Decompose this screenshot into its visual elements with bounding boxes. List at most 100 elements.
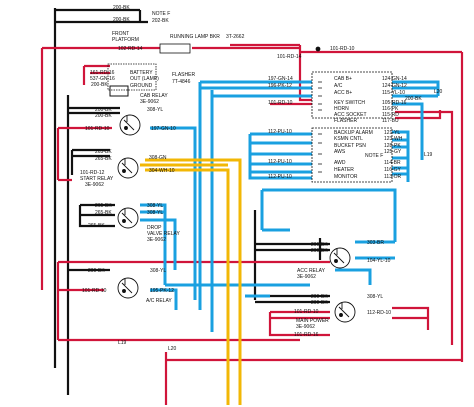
wire-label: 200-BK — [91, 82, 108, 88]
switch-label: AWD — [334, 160, 346, 166]
note-label: NOTE F — [152, 11, 170, 17]
wire-label: 104-YL-10 — [367, 258, 391, 264]
wire-label: 112-RD-10 — [367, 310, 391, 316]
line-label: L20 — [434, 89, 443, 95]
component-label: DROP — [147, 225, 162, 231]
wire-label: 102-RD-14 — [118, 46, 143, 52]
wire-label: 202-BK — [152, 18, 169, 24]
wire-label: 195-PK-12 — [150, 288, 174, 294]
component-label: OUT (LAMP) — [130, 76, 159, 82]
wire-label: 101-RD-10 — [268, 100, 293, 106]
wire-label: 200-BK — [113, 17, 130, 23]
switch-label: BACKUP ALARM — [334, 130, 373, 136]
component-label: PLATFORM — [112, 37, 139, 43]
component-boxes — [107, 43, 393, 183]
wire-label: 200-BK — [311, 248, 328, 254]
component-label: VALVE RELAY — [147, 231, 180, 237]
wire-label: 308-YL — [150, 268, 166, 274]
part-number: 3E-9062 — [296, 324, 315, 330]
wire-label: 200-BK — [311, 294, 328, 300]
ac-relay — [117, 277, 139, 299]
red-wires — [40, 43, 464, 405]
wire-label: 304-WH-10 — [149, 168, 175, 174]
wire-label: 105-RD-16 — [382, 100, 407, 106]
wire-label: 116-PK — [382, 106, 399, 112]
fuse-marks — [315, 46, 322, 173]
wire-label: 101-RD-16 — [294, 332, 319, 338]
wire-label: 197-GN-14 — [268, 76, 293, 82]
wire-label: 200-BK — [95, 107, 112, 113]
wire-label: 117-BU — [382, 118, 399, 124]
component-label: RUNNING LAMP BKR — [170, 34, 220, 40]
component-label: FLASHER — [172, 72, 195, 78]
wire-label: 308-YL — [147, 203, 163, 209]
part-number: 3E-9062 — [85, 182, 104, 188]
wire-label: 116-GY — [384, 167, 402, 173]
wire-label: 265-BK — [95, 156, 112, 162]
wire-label: 200-BK — [88, 268, 105, 274]
switch-label: FLASHER — [334, 118, 357, 124]
running-lamp-breaker — [159, 43, 191, 54]
wire-label: 114-BR — [384, 160, 401, 166]
switch-label: AWS — [334, 149, 346, 155]
switch-label: ACC B+ — [334, 90, 352, 96]
yellow-wires — [140, 158, 242, 405]
switch-label: KSMN CNTL — [334, 136, 363, 142]
switch-label: HORN — [334, 106, 349, 112]
part-number: 3E-9062 — [140, 99, 159, 105]
wire-label: 197-GN-10 — [151, 126, 176, 132]
switch-label: A/C — [334, 83, 343, 89]
wire-label: 200-BK — [95, 113, 112, 119]
component-label: MAIN POWER — [296, 318, 329, 324]
switch-label: BUCKET PSN — [334, 143, 366, 149]
switch-label: CAB B+ — [334, 76, 352, 82]
drop-valve-relay — [117, 207, 139, 229]
wire-label: 308-YL — [147, 107, 163, 113]
wire-label: 265-BK — [88, 223, 105, 229]
wire-label: 115-RD — [382, 112, 399, 118]
component-label: GROUND — [130, 83, 153, 89]
wire-label: 125-GY — [384, 149, 402, 155]
wire-label: 308-GN — [149, 155, 167, 161]
component-label: BATTERY — [130, 70, 153, 76]
wire-label: 200-BK — [311, 242, 328, 248]
switch-panel-bottom — [311, 127, 393, 183]
acc-relay — [329, 247, 351, 269]
start-relay — [117, 157, 139, 179]
wire-label: 200-BK — [311, 300, 328, 306]
wire-label: 123-WH — [384, 136, 403, 142]
wire-label: 537-GN-16 — [90, 76, 115, 82]
switch-label: KEY SWITCH — [334, 100, 365, 106]
relays — [117, 114, 356, 323]
component-label: FRONT — [112, 31, 129, 37]
line-label: L19 — [118, 340, 127, 346]
wire-label: 112-PU-10 — [268, 129, 292, 135]
wire-label: 124-GN-14 — [382, 76, 407, 82]
wire-label: 161-RD-16 — [90, 70, 115, 76]
wire-label: 308-YL — [147, 210, 163, 216]
wire-label: 121-YL — [384, 130, 400, 136]
component-label: START RELAY — [80, 176, 114, 182]
wire-label: 196-PK-12 — [268, 83, 292, 89]
part-number: 3T-2662 — [226, 34, 245, 40]
wire-label: 265-BK — [95, 149, 112, 155]
wire-label: 265-BK — [95, 210, 112, 216]
switch-label: MONITOR — [334, 174, 358, 180]
cab-relay — [119, 114, 141, 136]
part-number: 3E-9062 — [147, 237, 166, 243]
switch-panel-top — [311, 71, 393, 119]
wire-label: 112-PU-10 — [268, 174, 292, 180]
wire-label: 308-YL — [367, 294, 383, 300]
part-number: 3E-9062 — [297, 274, 316, 280]
wire-label: 265-BK — [95, 203, 112, 209]
wire-label: 113-OR — [384, 174, 402, 180]
line-label: L19 — [424, 152, 433, 158]
component-label: CAB RELAY — [140, 93, 168, 99]
blue-wires — [140, 80, 440, 332]
wire-label: 101-RD-12 — [80, 170, 105, 176]
wire-label: 128-PK — [384, 143, 401, 149]
wire-label: 124-GN-12 — [382, 83, 407, 89]
wire-label: 303-BR — [367, 240, 384, 246]
wire-label: 112-PU-10 — [268, 159, 292, 165]
